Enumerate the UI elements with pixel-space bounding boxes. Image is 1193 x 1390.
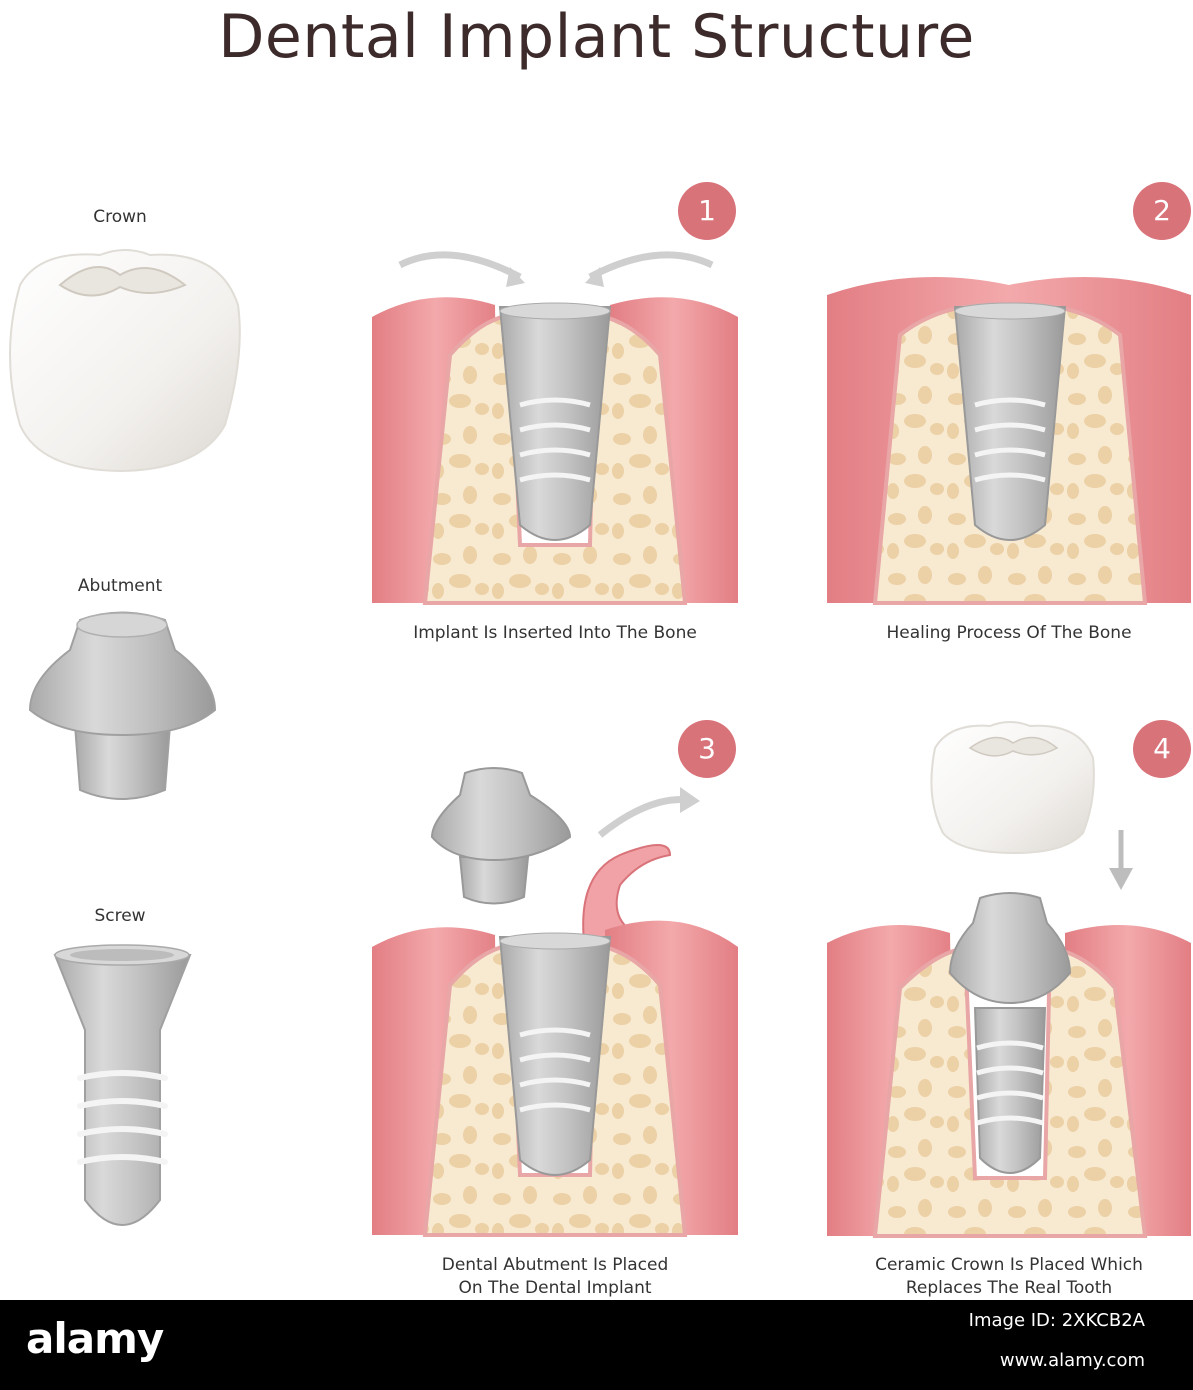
part-label-crown: Crown [93,207,147,227]
step-2-caption: Healing Process Of The Bone [825,622,1193,645]
part-label-screw: Screw [94,906,146,926]
step-2-illustration [827,277,1191,605]
step-3-caption-line-2: On The Dental Implant [458,1278,652,1298]
crown-illustration [9,249,241,473]
step-4-caption: Ceramic Crown Is Placed Which Replaces T… [825,1254,1193,1300]
step-1-illustration [372,251,738,605]
step-badge-1: 1 [678,182,736,240]
abutment-illustration [28,611,217,800]
step-3-illustration [372,767,738,1237]
footer-bar: alamy Image ID: 2XKCB2A www.alamy.com [0,1300,1193,1390]
brand-logo: alamy [26,1314,164,1363]
step-badge-3: 3 [678,720,736,778]
step-3-caption: Dental Abutment Is Placed On The Dental … [370,1254,740,1300]
site-url: www.alamy.com [999,1350,1145,1371]
step-badge-4: 4 [1133,720,1191,778]
step-4-caption-line-1: Ceramic Crown Is Placed Which [875,1255,1143,1275]
step-1-caption-line: Implant Is Inserted Into The Bone [413,623,697,643]
step-badge-2: 2 [1133,182,1191,240]
screw-illustration [53,944,192,1226]
image-id: Image ID: 2XKCB2A [968,1310,1145,1331]
step-4-illustration [827,721,1191,1238]
step-4-caption-line-2: Replaces The Real Tooth [905,1278,1113,1298]
page-title: Dental Implant Structure [218,2,975,72]
step-1-caption: Implant Is Inserted Into The Bone [370,622,740,645]
step-3-caption-line-1: Dental Abutment Is Placed [441,1255,669,1275]
step-2-caption-line: Healing Process Of The Bone [886,623,1132,643]
part-label-abutment: Abutment [77,576,163,596]
